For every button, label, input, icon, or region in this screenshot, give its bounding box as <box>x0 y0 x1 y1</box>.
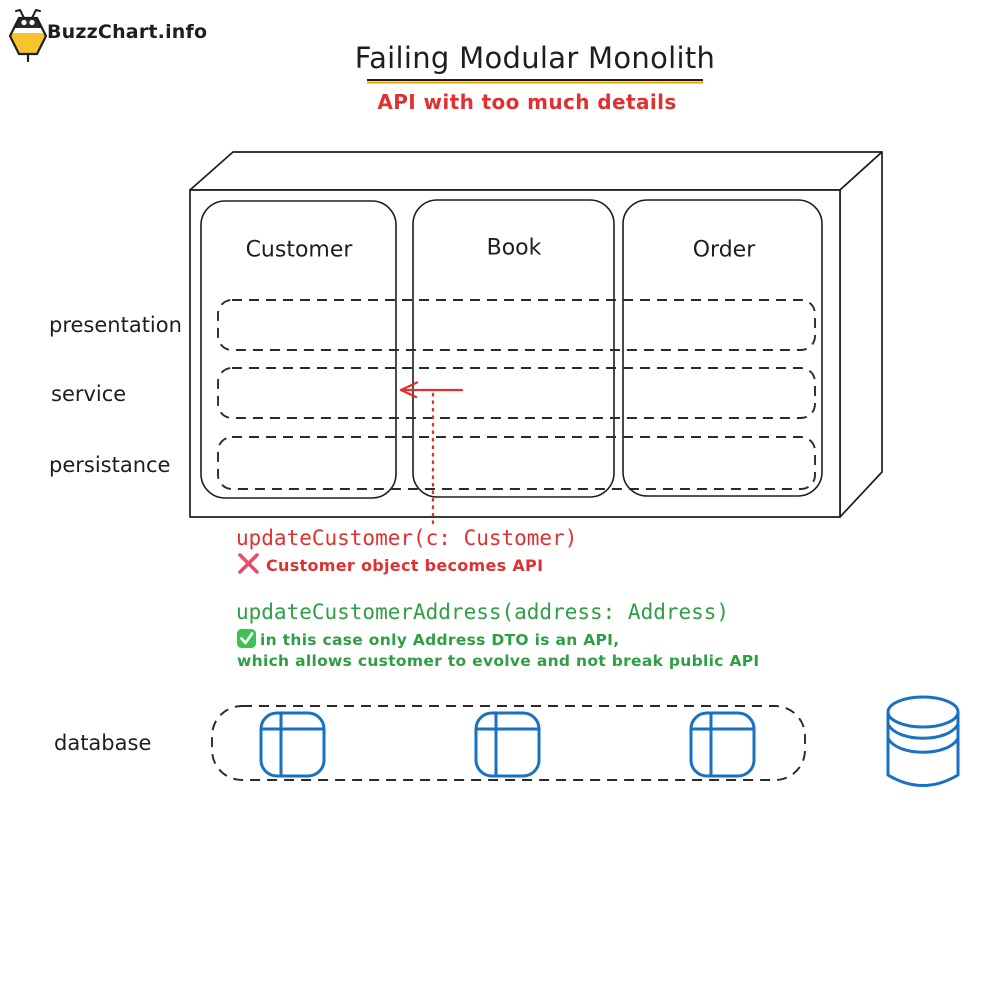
page-subtitle: API with too much details <box>377 90 677 114</box>
table-icons <box>259 711 756 778</box>
bad-api-code: updateCustomer(c: Customer) <box>236 526 578 550</box>
x-mark-icon <box>238 553 259 574</box>
page-title: Failing Modular Monolith <box>354 41 716 75</box>
layer-rows <box>217 299 816 490</box>
module-label-order: Order <box>692 237 756 263</box>
layer-row-persistance <box>217 436 816 490</box>
check-icon <box>237 629 256 648</box>
table-icon <box>259 711 326 778</box>
api-call-arrow <box>399 381 464 530</box>
module-label-book: Book <box>486 235 542 261</box>
database-label: database <box>54 731 152 755</box>
database-group-frame <box>211 705 806 781</box>
good-api-note-line2: which allows customer to evolve and not … <box>237 652 760 670</box>
brand-name: BuzzChart.info <box>47 21 208 43</box>
layer-label-persistance: persistance <box>49 453 171 477</box>
title-underline <box>367 79 703 81</box>
bee-logo-icon <box>8 8 48 63</box>
box-front-face <box>189 189 841 518</box>
table-icon <box>474 711 541 778</box>
layer-row-presentation <box>217 299 816 351</box>
module-frame-order <box>622 199 823 497</box>
module-frame-book <box>412 199 615 498</box>
box-right-face <box>839 151 883 518</box>
bad-api-note: Customer object becomes API <box>266 556 544 575</box>
database-cylinder-icon <box>886 695 960 787</box>
good-api-code: updateCustomerAddress(address: Address) <box>236 600 730 624</box>
table-icon <box>689 711 756 778</box>
layer-label-service: service <box>51 382 127 406</box>
layer-label-presentation: presentation <box>49 313 182 337</box>
module-label-customer: Customer <box>245 237 353 263</box>
good-api-note-line1: in this case only Address DTO is an API, <box>260 631 620 649</box>
layer-row-service <box>217 367 816 419</box>
monolith-box <box>189 151 883 518</box>
module-frames <box>200 199 823 499</box>
box-top-face <box>189 151 883 191</box>
